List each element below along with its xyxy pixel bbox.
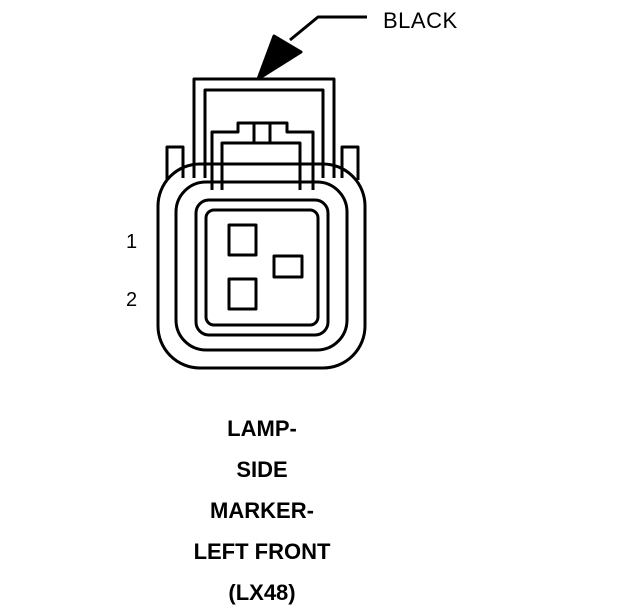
caption-line-2: SIDE [236,457,288,482]
connector-latch-tab-inner [220,141,302,190]
caption-line-5: (LX48) [228,580,296,605]
connector-caption: LAMP- SIDE MARKER- LEFT FRONT (LX48) [122,408,402,613]
connector-face [194,198,330,337]
connector-latch-outer [192,77,336,178]
terminal-cavity-pin-1 [227,223,258,257]
terminal-cavity-pin-2 [227,277,258,311]
connector-diagram [156,15,367,370]
callout-arrowhead [256,34,303,81]
connector-color-label: BLACK [383,8,458,33]
connector-right-ear [340,145,360,180]
connector-latch-notch [252,124,272,143]
callout-leader-line [289,15,367,42]
terminal-cavity-center [272,254,304,279]
caption-line-4: LEFT FRONT [193,539,331,564]
connector-latch-tab [210,121,315,190]
caption-line-1: LAMP- [227,416,297,441]
pin-label-1: 1 [126,231,138,253]
connector-face-inset [204,208,320,327]
connector-body-outer [156,162,367,370]
connector-latch-inner [203,88,325,178]
pin-label-2: 2 [126,289,138,311]
caption-line-3: MARKER- [210,498,314,523]
connector-left-ear [165,145,185,180]
connector-body-inner [174,180,349,352]
